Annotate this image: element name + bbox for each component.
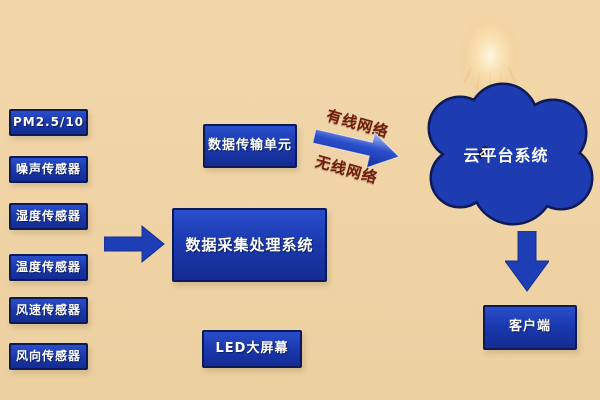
sensor-box-humidity: 湿度传感器	[9, 203, 88, 230]
flow-arrow-right-icon	[104, 224, 165, 264]
network-arrow-right-icon	[312, 128, 400, 169]
sensor-box-wind-direction: 风向传感器	[9, 343, 88, 370]
cloud-to-client-arrow-down-icon	[505, 231, 549, 292]
sensor-box-pm: PM2.5/10	[9, 109, 88, 136]
node-data-transmission-unit: 数据传输单元	[203, 124, 297, 168]
cloud-platform-label: 云平台系统	[463, 146, 548, 165]
sensor-box-noise: 噪声传感器	[9, 156, 88, 183]
node-led-screen: LED大屏幕	[202, 330, 302, 368]
sensor-box-temperature: 温度传感器	[9, 254, 88, 281]
sensor-box-wind-speed: 风速传感器	[9, 297, 88, 324]
node-client: 客户端	[483, 305, 577, 350]
cloud-shape: 云平台系统	[427, 82, 594, 226]
node-data-processing-system: 数据采集处理系统	[172, 208, 327, 282]
